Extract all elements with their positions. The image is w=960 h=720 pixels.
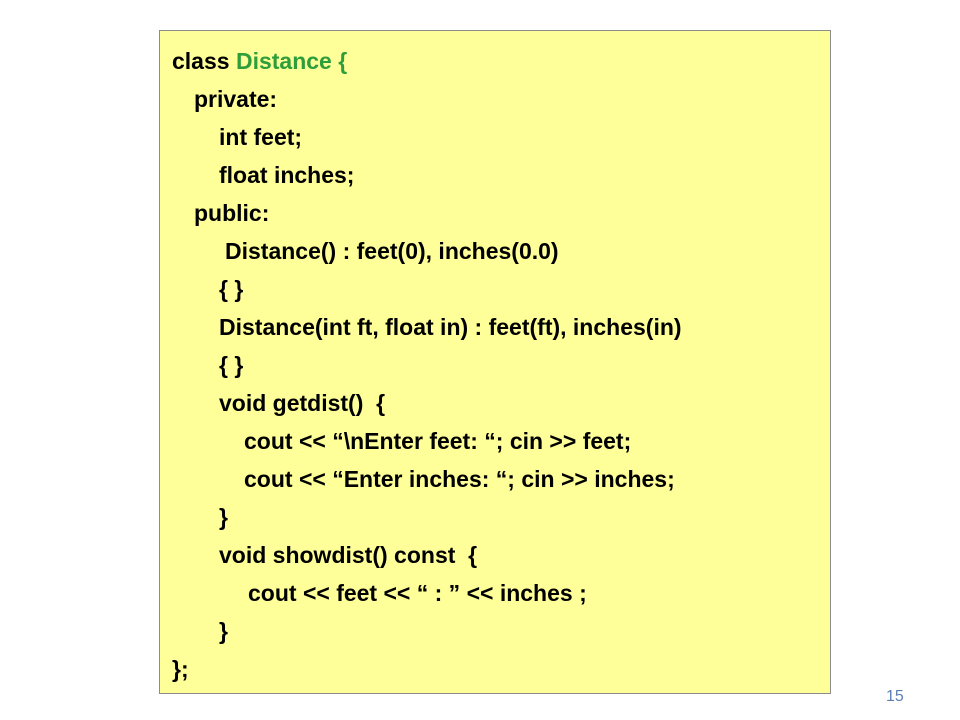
code-line-3: int feet;: [219, 124, 303, 150]
code-line-6: Distance() : feet(0), inches(0.0): [225, 238, 559, 264]
class-keyword: class: [172, 48, 236, 74]
code-line-7: { }: [219, 276, 244, 302]
code-line-8: Distance(int ft, float in) : feet(ft), i…: [219, 314, 682, 340]
code-panel: class Distance { private: int feet; floa…: [159, 30, 831, 694]
code-line-16: }: [219, 618, 228, 644]
code-line-15: cout << feet << “ : ” << inches ;: [248, 580, 587, 606]
code-line-4: float inches;: [219, 162, 355, 188]
code-line-11: cout << “\nEnter feet: “; cin >> feet;: [244, 428, 632, 454]
code-line-13: }: [219, 504, 228, 530]
class-name: Distance: [235, 48, 332, 74]
code-line-17: };: [172, 656, 189, 682]
code-line-5: public:: [194, 200, 270, 226]
open-brace: {: [331, 48, 348, 74]
code-line-9: { }: [219, 352, 244, 378]
code-line-1: class Distance {: [172, 47, 347, 75]
code-line-2: private:: [194, 86, 278, 112]
code-line-14: void showdist() const {: [219, 542, 478, 568]
code-line-12: cout << “Enter inches: “; cin >> inches;: [244, 466, 675, 492]
page-number: 15: [886, 688, 904, 705]
code-line-10: void getdist() {: [219, 390, 386, 416]
